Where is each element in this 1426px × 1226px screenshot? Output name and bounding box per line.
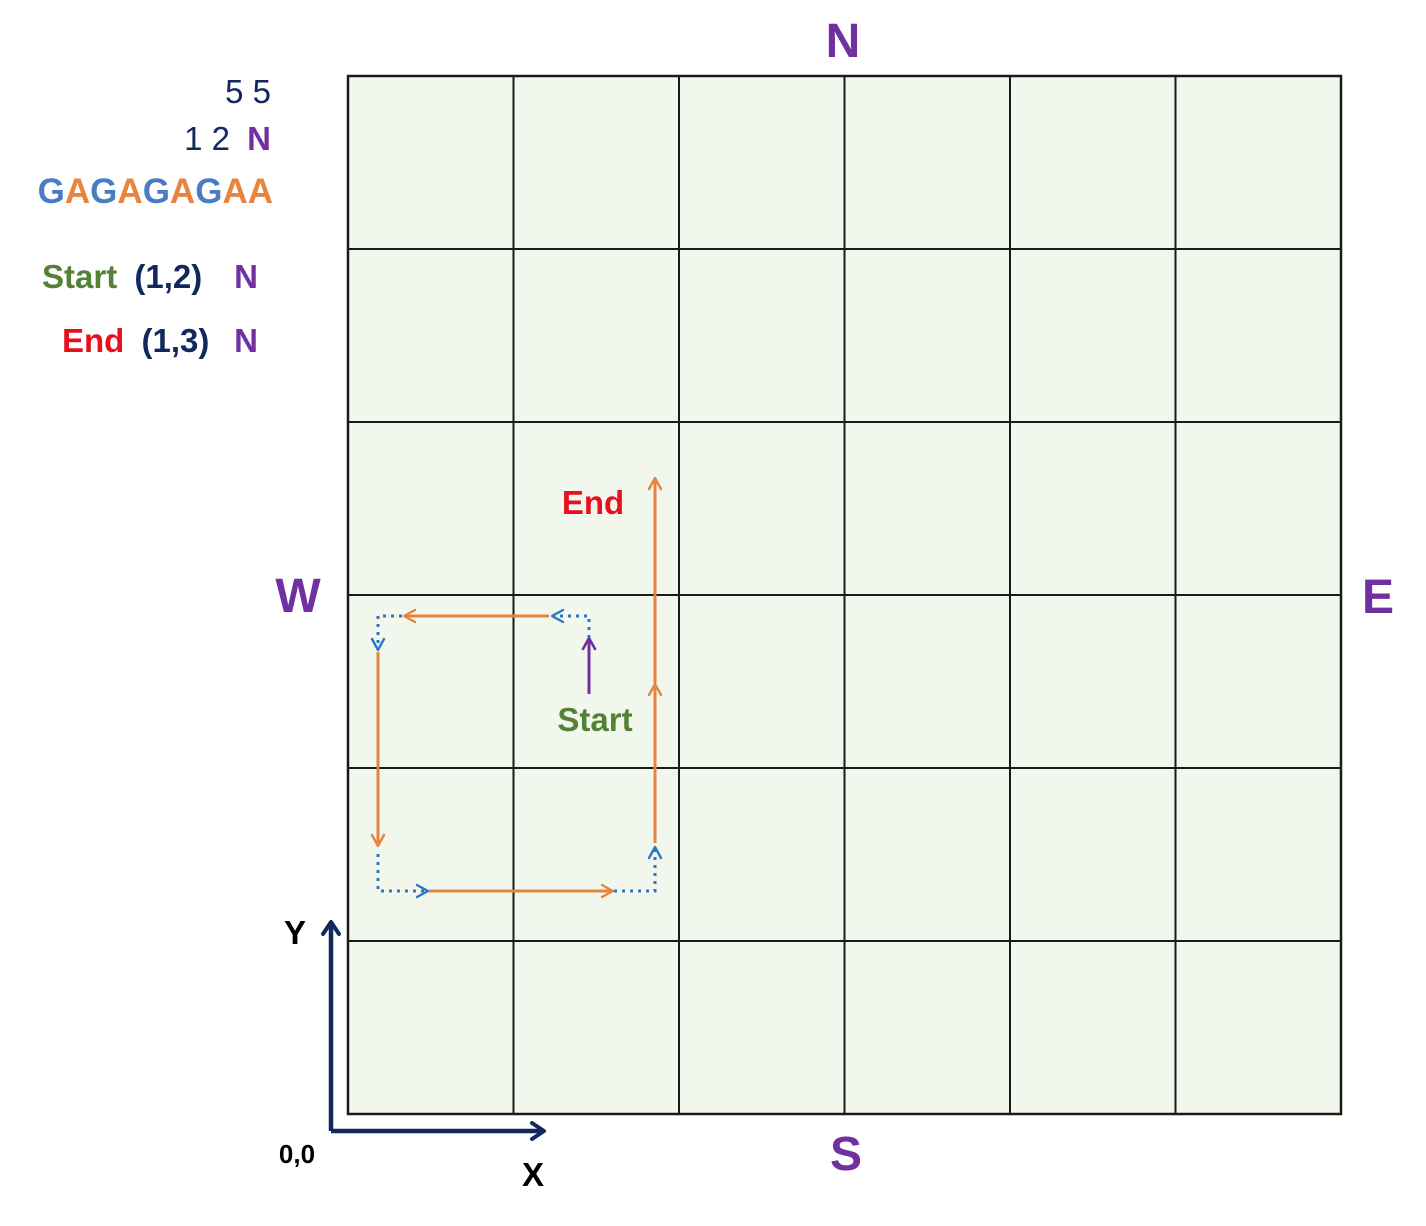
- y-axis-label: Y: [284, 914, 306, 951]
- compass-west: W: [275, 570, 321, 623]
- summary-start-line: Start (1,2): [42, 258, 202, 295]
- summary-end-coords: (1,3): [142, 322, 210, 359]
- command-char: G: [38, 172, 65, 211]
- compass-east: E: [1362, 571, 1394, 624]
- coordinate-axes: Y X 0,0: [279, 914, 546, 1193]
- summary-end-dir: N: [234, 322, 258, 359]
- turn-left-arrow: [370, 614, 402, 652]
- command-char: A: [170, 172, 195, 211]
- grid-board: [346, 74, 1343, 1116]
- robot-path: Start End: [370, 476, 663, 899]
- path-start-label: Start: [557, 701, 632, 738]
- command-char: G: [195, 172, 222, 211]
- summary-start-coords: (1,2): [134, 258, 202, 295]
- summary-end-label: End: [62, 322, 124, 359]
- command-char: A: [65, 172, 90, 211]
- command-char: A: [248, 172, 273, 211]
- summary-start-dir: N: [234, 258, 258, 295]
- grid-size-text: 5 5: [225, 73, 271, 110]
- command-char: A: [117, 172, 142, 211]
- start-coords: 1 2: [184, 120, 230, 157]
- command-char: G: [90, 172, 117, 211]
- origin-label: 0,0: [279, 1139, 315, 1169]
- command-char: G: [143, 172, 170, 211]
- compass-south: S: [830, 1128, 862, 1181]
- command-char: A: [222, 172, 247, 211]
- turn-left-arrow: [614, 845, 663, 893]
- x-axis-label: X: [522, 1156, 544, 1193]
- command-string: GAGAGAGAA: [38, 172, 273, 211]
- path-end-label: End: [562, 484, 624, 521]
- start-position-line: 1 2 N: [184, 120, 271, 157]
- summary-start-label: Start: [42, 258, 117, 295]
- start-direction: N: [247, 120, 271, 157]
- summary-end-line: End (1,3): [62, 322, 209, 359]
- compass-north: N: [826, 15, 861, 68]
